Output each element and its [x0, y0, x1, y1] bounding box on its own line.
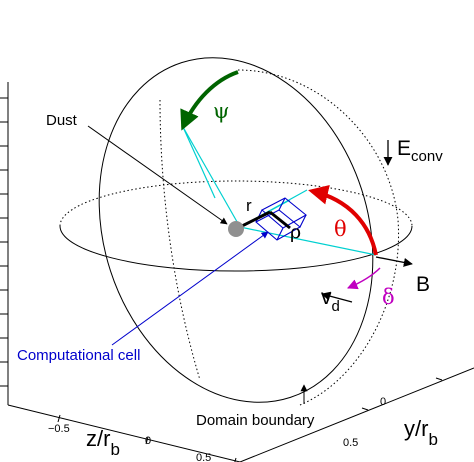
x-tick-label: 0 [145, 435, 151, 447]
dust-particle [228, 221, 244, 237]
theta-arc [308, 184, 378, 256]
b-field-arrow [375, 256, 413, 267]
vd-arrow [321, 291, 353, 303]
r-label: r [246, 196, 252, 215]
y-axis-title: y/rb [404, 416, 438, 449]
e-conv-label: Econv [397, 137, 443, 165]
rho-label: ρ [290, 221, 301, 243]
delta-label: δ [382, 285, 395, 309]
psi-arc [180, 70, 239, 131]
y-tick-label: 0.5 [343, 437, 358, 449]
x-tick-label: −0.5 [48, 423, 70, 435]
psi-label: ψ [213, 99, 229, 123]
computational-cell-label: Computational cell [17, 347, 140, 364]
b-label: B [416, 273, 430, 296]
z-axis-title: z/rb [86, 426, 120, 459]
domain-boundary-label: Domain boundary [196, 412, 315, 429]
box-edges [7, 367, 474, 462]
theta-label: θ [334, 217, 347, 241]
dust-pointer-arrow [87, 125, 228, 225]
cell-pointer-arrow [111, 231, 269, 346]
vd-label: vd [321, 286, 340, 315]
domain-sphere [59, 57, 413, 406]
r-vector [239, 210, 291, 230]
x-tick-label: 0.5 [196, 452, 211, 462]
dust-label: Dust [46, 112, 78, 129]
y-tick-label: 0 [380, 396, 386, 408]
delta-arrow [347, 267, 381, 290]
left-axis [0, 82, 9, 405]
